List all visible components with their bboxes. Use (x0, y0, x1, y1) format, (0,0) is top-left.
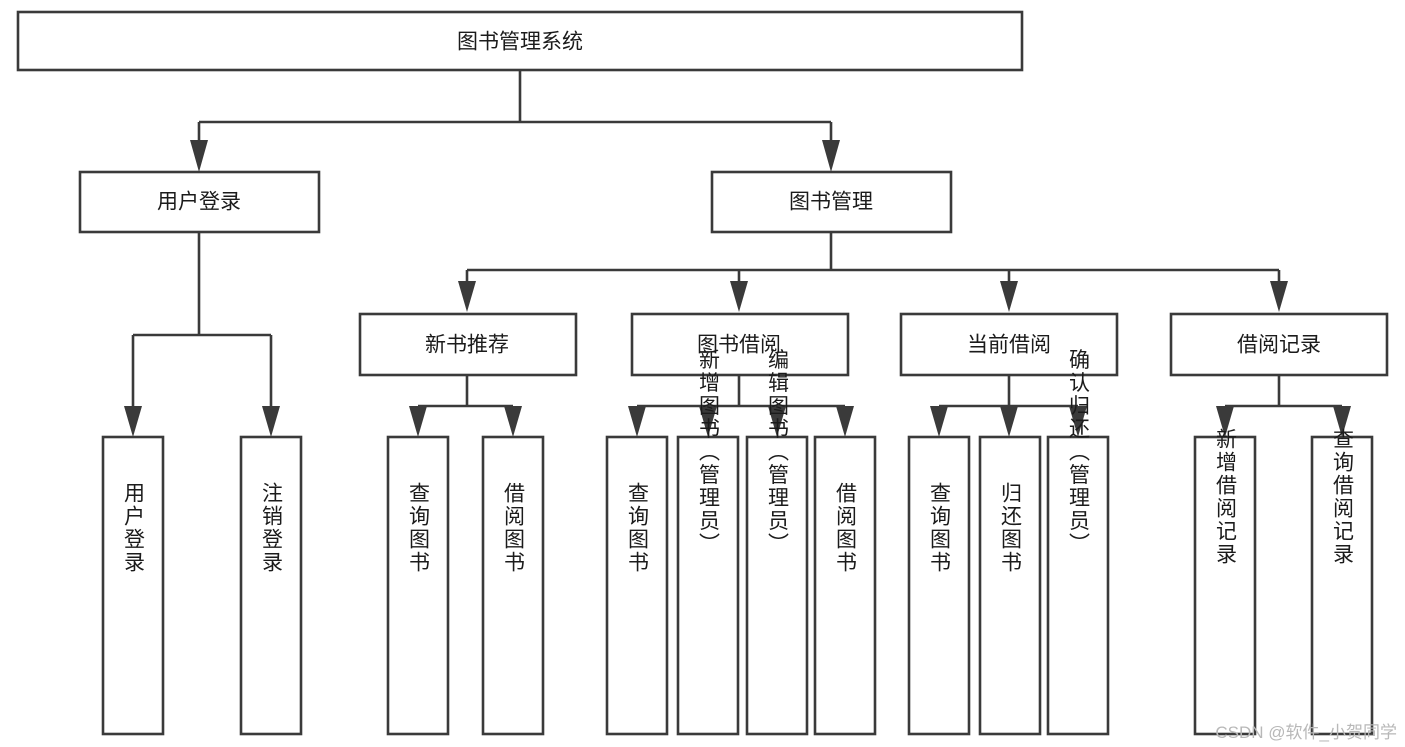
arrow-head-icon (124, 406, 142, 437)
leaf-new-book-query[interactable]: 查询图书 (386, 435, 450, 736)
leaf-book-borrow-borrow[interactable]: 借阅图书 (813, 435, 877, 736)
leaf-book-borrow-edit[interactable]: 编辑图书（管理员） (745, 349, 809, 736)
arrow-head-icon (458, 281, 476, 312)
leaf-borrow-record-add-label: 新增借阅记录 (1214, 428, 1238, 566)
node-borrow-record[interactable]: 借阅记录 (1169, 312, 1389, 377)
node-book-management-label: 图书管理 (789, 191, 873, 214)
arrow-head-icon (1069, 406, 1087, 437)
leaf-borrow-record-query-label: 查询借阅记录 (1331, 428, 1355, 566)
leaf-current-borrow-return-label: 归还图书 (999, 482, 1023, 574)
leaf-book-borrow-add[interactable]: 新增图书（管理员） (676, 349, 740, 736)
node-root-label: 图书管理系统 (457, 31, 583, 54)
node-current-borrow[interactable]: 当前借阅 (899, 312, 1119, 377)
arrow-head-icon (836, 406, 854, 437)
arrow-head-icon (1270, 281, 1288, 312)
leaf-user-login-login[interactable]: 用户登录 (101, 435, 165, 736)
leaf-current-borrow-query-label: 查询图书 (928, 482, 952, 574)
arrow-head-icon (1216, 406, 1234, 437)
connector-newbook-to-leaves (409, 375, 522, 437)
leaf-new-book-query-label: 查询图书 (407, 482, 431, 574)
node-new-book-recommend-label: 新书推荐 (425, 334, 509, 357)
leaf-user-login-login-label: 用户登录 (122, 482, 146, 574)
arrow-head-icon (190, 140, 208, 172)
node-book-borrow-label: 图书借阅 (697, 334, 781, 357)
leaf-current-borrow-confirm-label: 确认归还（管理员） (1067, 349, 1091, 556)
arrow-head-icon (628, 406, 646, 437)
leaf-borrow-record-add[interactable]: 新增借阅记录 (1193, 428, 1257, 736)
node-user-login[interactable]: 用户登录 (78, 170, 321, 234)
connector-root-to-level1 (190, 70, 840, 172)
arrow-head-icon (1333, 406, 1351, 437)
arrow-head-icon (1000, 406, 1018, 437)
arrow-head-icon (1000, 281, 1018, 312)
leaf-current-borrow-confirm[interactable]: 确认归还（管理员） (1046, 349, 1110, 736)
leaf-new-book-borrow[interactable]: 借阅图书 (481, 435, 545, 736)
leaf-book-borrow-edit-label: 编辑图书（管理员） (766, 349, 790, 556)
connector-userlogin-to-leaves (124, 232, 280, 437)
node-book-borrow[interactable]: 图书借阅 (630, 312, 850, 377)
arrow-head-icon (504, 406, 522, 437)
arrow-head-icon (822, 140, 840, 172)
arrow-head-icon (699, 406, 717, 437)
node-current-borrow-label: 当前借阅 (967, 334, 1051, 357)
leaf-book-borrow-borrow-label: 借阅图书 (834, 482, 858, 574)
connector-currentborrow-to-leaves (930, 375, 1087, 437)
node-new-book-recommend[interactable]: 新书推荐 (358, 312, 578, 377)
arrow-head-icon (262, 406, 280, 437)
leaf-current-borrow-return[interactable]: 归还图书 (978, 435, 1042, 736)
leaf-user-login-logout[interactable]: 注销登录 (239, 435, 303, 736)
connector-bookborrow-to-leaves (628, 375, 854, 437)
node-borrow-record-label: 借阅记录 (1237, 334, 1321, 357)
node-book-management[interactable]: 图书管理 (710, 170, 953, 234)
arrow-head-icon (409, 406, 427, 437)
leaf-current-borrow-query[interactable]: 查询图书 (907, 435, 971, 736)
node-user-login-label: 用户登录 (157, 191, 241, 214)
leaf-user-login-logout-label: 注销登录 (260, 482, 284, 574)
arrow-head-icon (768, 406, 786, 437)
arrow-head-icon (930, 406, 948, 437)
node-root[interactable]: 图书管理系统 (16, 10, 1024, 72)
connector-bookmgmt-to-level2 (458, 232, 1288, 312)
arrow-head-icon (730, 281, 748, 312)
leaf-book-borrow-add-label: 新增图书（管理员） (697, 349, 721, 556)
leaf-book-borrow-query-label: 查询图书 (626, 482, 650, 574)
leaf-book-borrow-query[interactable]: 查询图书 (605, 435, 669, 736)
leaf-borrow-record-query[interactable]: 查询借阅记录 (1310, 428, 1374, 736)
connector-borrowrecord-to-leaves (1216, 375, 1351, 437)
leaf-new-book-borrow-label: 借阅图书 (502, 482, 526, 574)
